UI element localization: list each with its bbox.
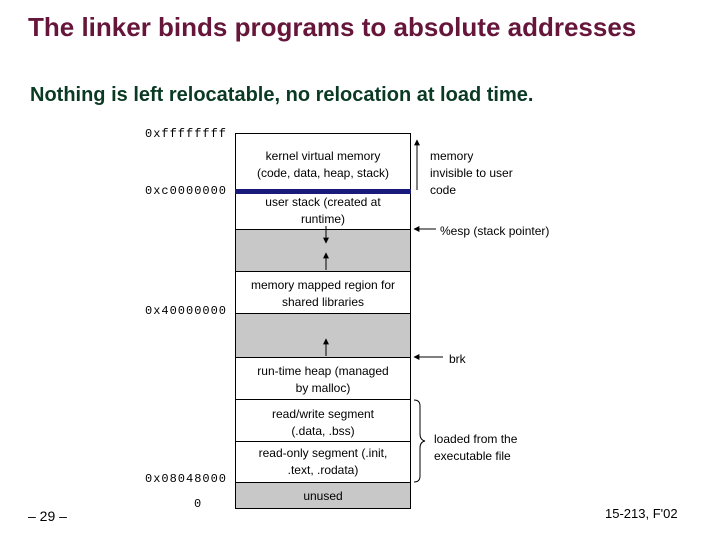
kernel-boundary-line bbox=[235, 189, 411, 194]
course-label: 15-213, F'02 bbox=[605, 506, 678, 521]
note-kernel-invisible: memory invisible to user code bbox=[430, 148, 516, 199]
address-program-start: 0x08048000 bbox=[145, 472, 228, 486]
note-kernel-invisible-text: memory invisible to user code bbox=[430, 149, 513, 197]
address-shared-libs: 0x40000000 bbox=[145, 304, 228, 318]
region-user-stack-label: user stack (created at runtime) bbox=[265, 195, 381, 226]
note-esp: %esp (stack pointer) bbox=[440, 224, 550, 238]
note-brk: brk bbox=[449, 352, 466, 366]
slide-number: – 29 – bbox=[28, 508, 67, 524]
region-rw-segment-label: read/write segment (.data, .bss) bbox=[271, 407, 375, 438]
region-rw-segment: read/write segment (.data, .bss) bbox=[235, 399, 411, 442]
address-kernel-start: 0xc0000000 bbox=[145, 184, 228, 198]
slide-title: The linker binds programs to absolute ad… bbox=[28, 12, 637, 42]
note-loaded-from-text: loaded from the executable file bbox=[434, 432, 518, 463]
region-kernel-label: kernel virtual memory (code, data, heap,… bbox=[256, 149, 390, 180]
region-heap-label: run-time heap (managed by malloc) bbox=[257, 364, 389, 395]
loaded-segments-brace bbox=[413, 399, 426, 483]
region-ro-segment: read-only segment (.init, .text, .rodata… bbox=[235, 441, 411, 483]
region-mmap: memory mapped region for shared librarie… bbox=[235, 271, 411, 314]
region-kernel: kernel virtual memory (code, data, heap,… bbox=[235, 133, 411, 190]
address-zero: 0 bbox=[194, 497, 203, 511]
region-ro-segment-label: read-only segment (.init, .text, .rodata… bbox=[258, 446, 388, 477]
slide-subtitle: Nothing is left relocatable, no relocati… bbox=[30, 84, 534, 106]
region-mmap-label: memory mapped region for shared librarie… bbox=[250, 278, 396, 309]
note-loaded-from: loaded from the executable file bbox=[434, 431, 546, 465]
region-unused-label: unused bbox=[303, 489, 343, 503]
address-top: 0xffffffff bbox=[145, 127, 228, 141]
region-unused: unused bbox=[235, 482, 411, 509]
region-gap-lower bbox=[235, 313, 411, 358]
